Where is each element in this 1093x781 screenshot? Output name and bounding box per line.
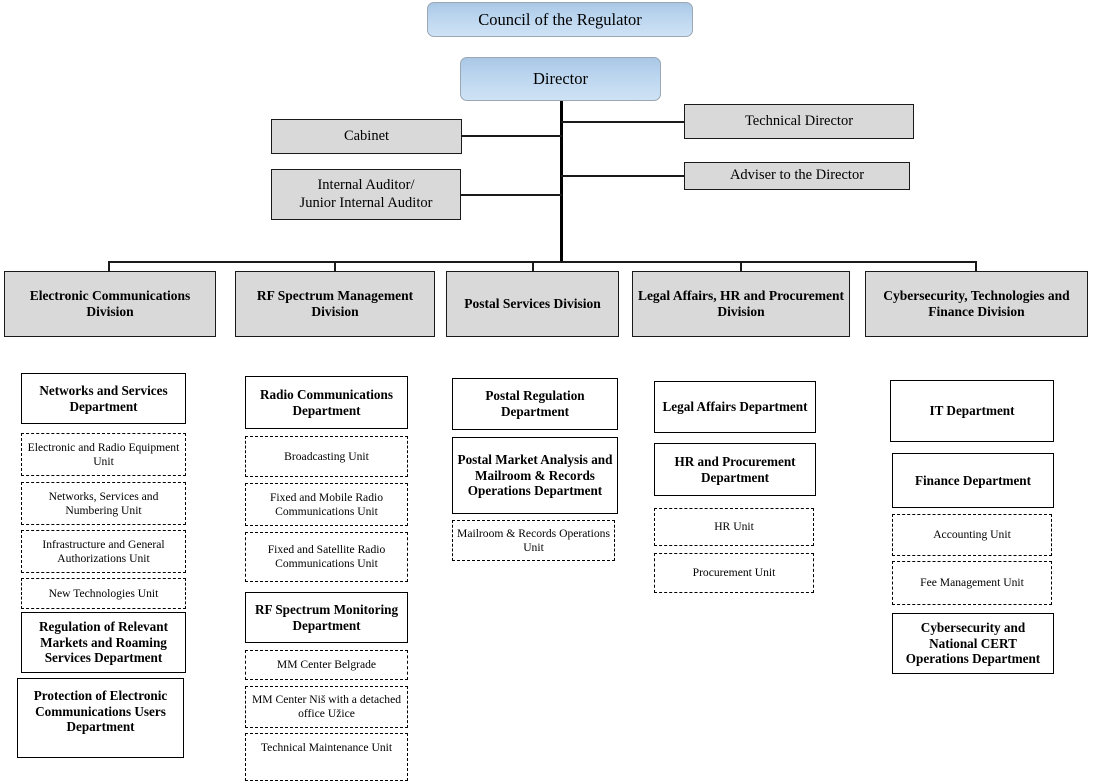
box-label: Legal Affairs, HR and Procurement Divisi… <box>637 288 845 319</box>
box-label: MM Center Belgrade <box>276 658 377 672</box>
box-label: Cabinet <box>343 127 390 144</box>
connector-division-3 <box>532 261 534 272</box>
box-cabinet[interactable]: Cabinet <box>271 119 462 154</box>
box-mm-center-belgrade[interactable]: MM Center Belgrade <box>245 650 408 680</box>
box-label: Internal Auditor/Junior Internal Auditor <box>299 177 433 211</box>
box-hr-unit[interactable]: HR Unit <box>654 508 814 546</box>
box-fee-management-unit[interactable]: Fee Management Unit <box>892 561 1052 605</box>
box-label: New Technologies Unit <box>48 586 159 600</box>
box-regulation-of-relevant-markets-and-roaming-services-department[interactable]: Regulation of Relevant Markets and Roami… <box>21 612 186 673</box>
box-legal-affairs-department[interactable]: Legal Affairs Department <box>654 381 816 433</box>
box-networks-and-services-department[interactable]: Networks and Services Department <box>21 373 186 424</box>
box-cybersecurity-and-national-cert-operations-department[interactable]: Cybersecurity and National CERT Operatio… <box>892 613 1054 674</box>
box-fixed-and-satellite-radio-communications-unit[interactable]: Fixed and Satellite Radio Communications… <box>245 532 408 582</box>
box-label: Adviser to the Director <box>729 167 865 184</box>
box-director[interactable]: Director <box>460 57 661 101</box>
box-label: RF Spectrum Monitoring Department <box>254 601 399 633</box>
connector-division-1 <box>108 261 110 272</box>
division-bus <box>108 261 977 263</box>
box-broadcasting-unit[interactable]: Broadcasting Unit <box>245 436 408 477</box>
box-label: Council of the Regulator <box>478 9 642 29</box>
box-division-postal-services[interactable]: Postal Services Division <box>446 271 619 337</box>
box-label: Technical Director <box>744 112 854 129</box>
box-label: Electronic and Radio Equipment Unit <box>27 440 180 468</box>
box-label: Fee Management Unit <box>920 576 1024 590</box>
connector-division-5 <box>975 261 977 272</box>
box-label: IT Department <box>929 403 1015 419</box>
box-division-electronic-communications[interactable]: Electronic Communications Division <box>4 271 216 337</box>
box-adviser-to-the-director[interactable]: Adviser to the Director <box>684 162 910 190</box>
box-label: Finance Department <box>914 472 1032 488</box>
box-division-rf-spectrum-management[interactable]: RF Spectrum Management Division <box>235 271 435 337</box>
box-procurement-unit[interactable]: Procurement Unit <box>654 553 814 593</box>
box-label: Radio Communications Department <box>260 386 393 418</box>
connector-technical-director <box>561 121 686 123</box>
box-label: Cybersecurity, Technologies and Finance … <box>883 288 1070 319</box>
box-label: Protection of Electronic Communications … <box>33 688 168 735</box>
box-fixed-and-mobile-radio-communications-unit[interactable]: Fixed and Mobile Radio Communications Un… <box>245 483 408 526</box>
box-postal-regulation-department[interactable]: Postal Regulation Department <box>452 378 618 430</box>
connector-director-trunk <box>560 100 563 262</box>
box-label: HR and Procurement Department <box>674 453 796 485</box>
box-electronic-and-radio-equipment-unit[interactable]: Electronic and Radio Equipment Unit <box>21 433 186 476</box>
box-postal-market-analysis-and-mailroom-records-operations-department[interactable]: Postal Market Analysis and Mailroom & Re… <box>452 437 618 514</box>
box-label: Technical Maintenance Unit <box>260 741 393 754</box>
box-label: Infrastructure and General Authorization… <box>42 537 165 565</box>
box-division-legal-affairs-hr-procurement[interactable]: Legal Affairs, HR and Procurement Divisi… <box>632 271 850 337</box>
box-label: Accounting Unit <box>933 528 1011 542</box>
box-technical-director[interactable]: Technical Director <box>684 104 914 139</box>
box-division-cybersecurity-technologies-finance[interactable]: Cybersecurity, Technologies and Finance … <box>865 271 1088 337</box>
box-label: Postal Services Division <box>464 296 601 312</box>
connector-division-4 <box>740 261 742 272</box>
connector-cabinet <box>462 135 562 137</box>
box-accounting-unit[interactable]: Accounting Unit <box>892 514 1052 556</box>
box-rf-spectrum-monitoring-department[interactable]: RF Spectrum Monitoring Department <box>245 592 408 643</box>
connector-internal-auditor <box>461 194 562 196</box>
box-label: Regulation of Relevant Markets and Roami… <box>39 619 168 666</box>
box-label: Postal Regulation Department <box>485 388 585 419</box>
box-infrastructure-and-general-authorizations-unit[interactable]: Infrastructure and General Authorization… <box>21 530 186 573</box>
box-new-technologies-unit[interactable]: New Technologies Unit <box>21 578 186 609</box>
box-label: Networks, Services and Numbering Unit <box>48 489 159 517</box>
box-label: Cybersecurity and National CERT Operatio… <box>905 620 1041 667</box>
box-label: Electronic Communications Division <box>29 288 191 319</box>
box-label: Networks and Services Department <box>39 382 168 414</box>
box-label: MM Center Niš with a detached office Uži… <box>251 693 402 720</box>
box-label: Director <box>533 69 588 89</box>
box-mailroom-records-operations-unit[interactable]: Mailroom & Records Operations Unit <box>452 520 615 561</box>
connector-adviser <box>561 175 686 177</box>
box-technical-maintenance-unit[interactable]: Technical Maintenance Unit <box>245 733 408 781</box>
box-label: Legal Affairs Department <box>662 399 808 415</box>
box-protection-of-electronic-communications-users-department[interactable]: Protection of Electronic Communications … <box>17 678 184 758</box>
box-networks-services-and-numbering-unit[interactable]: Networks, Services and Numbering Unit <box>21 482 186 525</box>
box-it-department[interactable]: IT Department <box>890 380 1054 442</box>
box-label: Fixed and Mobile Radio Communications Un… <box>269 490 384 518</box>
box-label: Fixed and Satellite Radio Communications… <box>267 543 386 570</box>
box-council-of-the-regulator[interactable]: Council of the Regulator <box>427 2 693 37</box>
box-label: Broadcasting Unit <box>284 449 369 463</box>
box-mm-center-nis-detached-office-uzice[interactable]: MM Center Niš with a detached office Uži… <box>245 686 408 728</box>
box-label: Postal Market Analysis and Mailroom & Re… <box>457 452 613 499</box>
box-label: Mailroom & Records Operations Unit <box>457 526 610 554</box>
box-hr-and-procurement-department[interactable]: HR and Procurement Department <box>654 443 816 496</box>
box-label: HR Unit <box>714 520 754 534</box>
connector-division-2 <box>334 261 336 272</box>
box-finance-department[interactable]: Finance Department <box>892 453 1054 508</box>
box-label: RF Spectrum Management Division <box>256 288 414 319</box>
box-internal-auditor[interactable]: Internal Auditor/Junior Internal Auditor <box>271 169 461 220</box>
box-label: Procurement Unit <box>692 566 776 580</box>
box-radio-communications-department[interactable]: Radio Communications Department <box>245 376 408 429</box>
